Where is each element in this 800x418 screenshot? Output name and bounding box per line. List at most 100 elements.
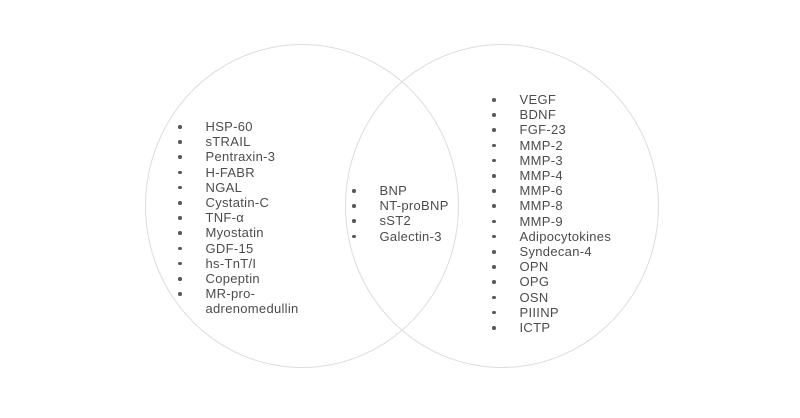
list-item-label: Copeptin [205, 271, 260, 287]
list-item-label: HSP-60 [205, 119, 253, 134]
list-item: MMP-9 [492, 214, 611, 229]
bullet-icon [492, 250, 496, 254]
bullet-icon [178, 261, 182, 266]
bullet-icon [178, 216, 182, 220]
list-item-label: BNP [379, 183, 408, 198]
bullet-icon [178, 185, 182, 190]
bullet-icon [492, 189, 496, 193]
bullet-icon [492, 219, 496, 224]
bullet-icon [352, 234, 356, 239]
list-item: MMP-4 [492, 168, 611, 183]
bullet-icon [178, 292, 182, 296]
list-item-label: hs-TnT/I [205, 255, 257, 271]
list-item-label: OPG [519, 274, 550, 290]
list-item: PIIINP [492, 305, 611, 320]
list-item-label: Adipocytokines [519, 228, 612, 244]
right-circle-list: VEGF BDNF FGF-23 MMP-2 MMP-3 [492, 92, 611, 335]
bullet-icon [352, 189, 356, 193]
list-item-label: MMP-4 [519, 168, 563, 184]
list-item: MMP-3 [492, 153, 611, 168]
list-item: hs-TnT/I [178, 256, 308, 271]
list-item: HSP-60 [178, 119, 308, 134]
list-item: BNP [352, 183, 449, 198]
list-item: OSN [492, 290, 611, 305]
bullet-icon [492, 174, 496, 178]
bullet-icon [492, 204, 496, 208]
bullet-icon [492, 158, 496, 163]
list-item: sST2 [352, 213, 449, 228]
list-item-label: Pentraxin-3 [205, 149, 276, 165]
bullet-icon [492, 234, 496, 239]
list-item: OPN [492, 259, 611, 274]
list-item-label: FGF-23 [519, 122, 567, 138]
list-item-label: Myostatin [205, 225, 264, 241]
bullet-icon [352, 219, 356, 223]
list-item: TNF-α [178, 210, 308, 225]
list-item-label: MMP-2 [519, 137, 563, 153]
list-item: NGAL [178, 180, 308, 195]
list-item: BDNF [492, 107, 611, 122]
list-item: Copeptin [178, 271, 308, 286]
list-item-label: NT-proBNP [379, 198, 449, 214]
bullet-icon [178, 140, 182, 144]
bullet-icon [492, 326, 496, 330]
list-item: Pentraxin-3 [178, 149, 308, 164]
list-item: Cystatin-C [178, 195, 308, 210]
bullet-icon [492, 295, 496, 300]
list-item-label: ICTP [519, 320, 551, 336]
bullet-icon [178, 125, 182, 129]
list-item-label: MMP-9 [519, 213, 563, 229]
bullet-icon [178, 155, 182, 159]
bullet-icon [178, 277, 182, 281]
bullet-icon [492, 128, 496, 132]
list-item: MMP-6 [492, 183, 611, 198]
right-circle-outline [345, 44, 659, 368]
list-item-label: MMP-3 [519, 152, 563, 168]
list-item-label: Syndecan-4 [519, 244, 592, 260]
list-item: FGF-23 [492, 122, 611, 137]
list-item: GDF-15 [178, 241, 308, 256]
list-item: Galectin-3 [352, 229, 449, 244]
list-item: Syndecan-4 [492, 244, 611, 259]
bullet-icon [492, 143, 496, 148]
list-item: MMP-2 [492, 138, 611, 153]
list-item-label: MMP-6 [519, 183, 563, 199]
bullet-icon [492, 280, 496, 284]
list-item-label: MR-pro-adrenomedullin [205, 286, 299, 317]
intersection-list: BNP NT-proBNP sST2 Galectin-3 [352, 183, 449, 244]
list-item: MR-pro-adrenomedullin [178, 286, 308, 316]
list-item: NT-proBNP [352, 198, 449, 213]
bullet-icon [178, 246, 182, 251]
list-item: OPG [492, 274, 611, 289]
list-item: VEGF [492, 92, 611, 107]
list-item: Myostatin [178, 225, 308, 240]
list-item-label: H-FABR [205, 164, 255, 180]
list-item-label: TNF-α [205, 210, 245, 226]
list-item: Adipocytokines [492, 229, 611, 244]
bullet-icon [178, 170, 182, 175]
list-item-label: sTRAIL [205, 134, 251, 150]
list-item-label: OPN [519, 259, 549, 275]
list-item-label: sST2 [379, 213, 412, 229]
bullet-icon [492, 113, 496, 117]
bullet-icon [492, 98, 496, 102]
list-item-label: Cystatin-C [205, 195, 270, 211]
bullet-icon [492, 310, 496, 315]
list-item-label: NGAL [205, 179, 243, 195]
list-item-label: PIIINP [519, 304, 559, 320]
bullet-icon [178, 231, 182, 235]
bullet-icon [178, 201, 182, 205]
list-item: H-FABR [178, 165, 308, 180]
bullet-icon [492, 265, 496, 269]
list-item-label: MMP-8 [519, 198, 563, 214]
list-item-label: Galectin-3 [379, 228, 442, 244]
list-item: MMP-8 [492, 198, 611, 213]
list-item: ICTP [492, 320, 611, 335]
bullet-icon [352, 204, 356, 208]
left-circle-list: HSP-60 sTRAIL Pentraxin-3 H-FABR NGAL [178, 119, 308, 317]
list-item-label: GDF-15 [205, 240, 254, 256]
list-item-label: VEGF [519, 92, 557, 107]
list-item-label: OSN [519, 289, 549, 305]
list-item-label: BDNF [519, 107, 557, 123]
